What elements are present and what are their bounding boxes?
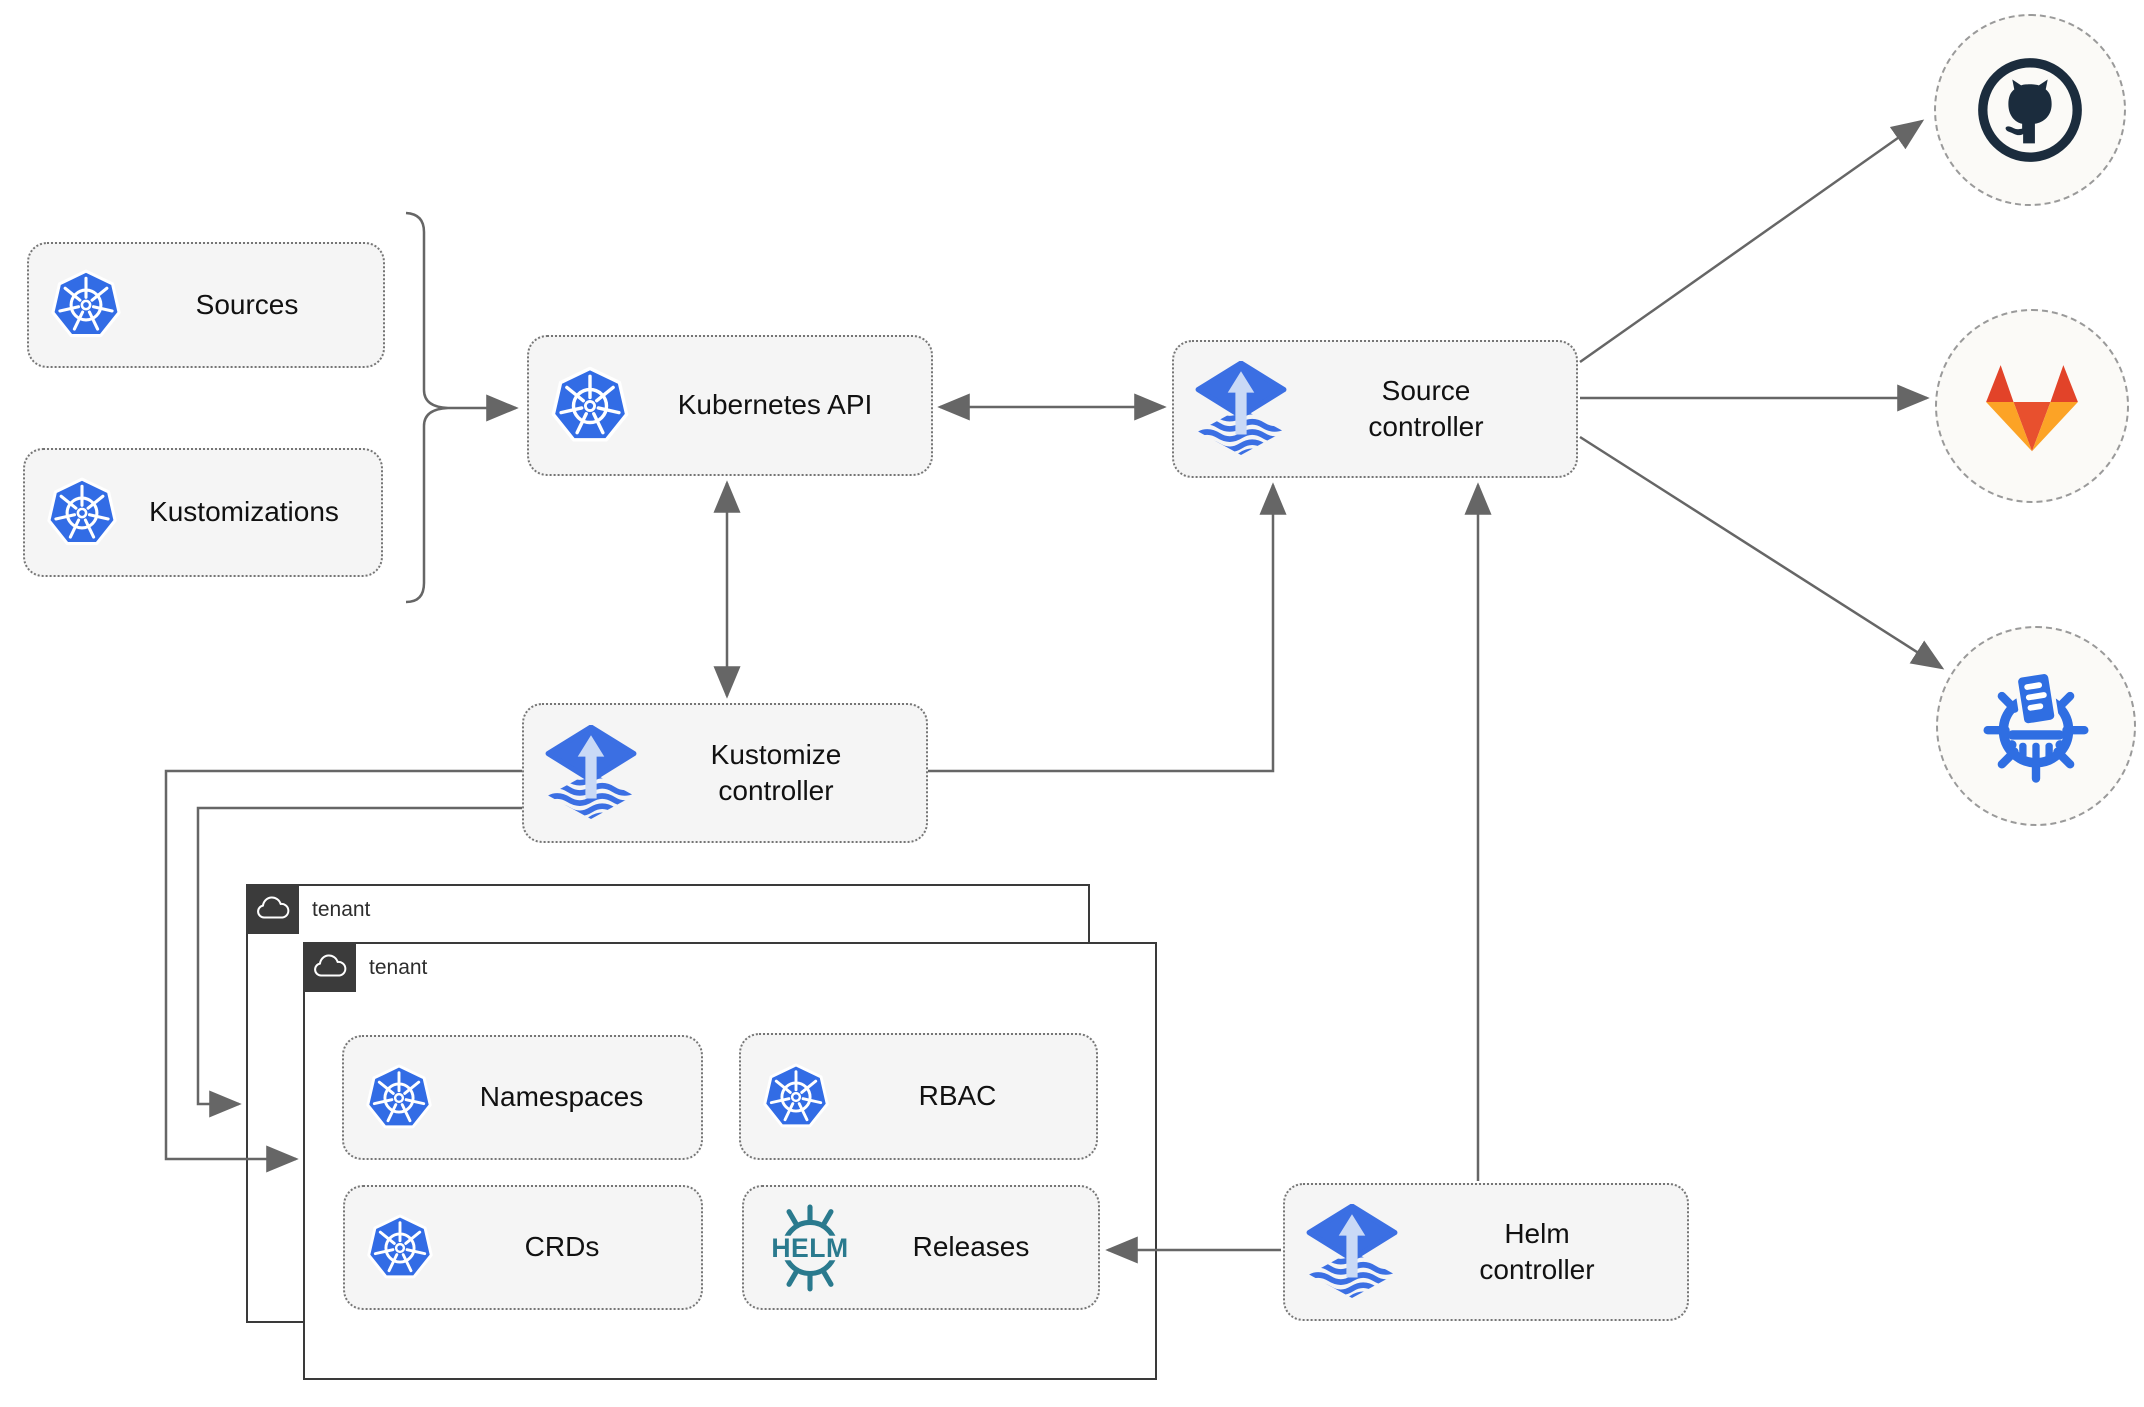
node-label: Kubernetes API [677,389,873,421]
node-source-controller: Source controller [1172,340,1578,478]
flux-icon [1194,361,1288,457]
node-crds: CRDs [343,1185,703,1310]
node-releases: HELM Releases [742,1185,1100,1310]
node-label: CRDs [524,1231,600,1263]
kubernetes-icon [49,269,123,341]
kubernetes-icon [45,477,119,549]
node-label-line1: Source [1381,374,1471,406]
kubernetes-icon [364,1063,434,1132]
node-sources: Sources [27,242,385,368]
endpoint-chartmuseum [1936,626,2136,826]
tenant-label: tenant [312,898,371,921]
node-label-line2: controller [718,775,834,806]
node-label: Source controller [1296,373,1556,446]
flux-icon [1305,1204,1399,1300]
chartmuseum-wheel-icon [1973,663,2099,789]
cloud-icon [312,954,348,981]
gitlab-tanuki-icon [1976,355,2088,458]
tenant-label: tenant [369,956,428,979]
edge-source-controller-to-github [1579,119,1925,364]
node-label: RBAC [918,1080,997,1112]
node-label: Releases [912,1231,1030,1263]
edge-source-controller-to-chartmuseum [1579,435,1945,670]
node-namespaces: Namespaces [342,1035,703,1160]
node-kubernetes-api: Kubernetes API [527,335,933,476]
node-label-line2: controller [1479,1254,1595,1285]
node-rbac: RBAC [739,1033,1098,1160]
node-label-line1: Helm [1504,1217,1570,1249]
kubernetes-icon [365,1213,435,1282]
node-label: Sources [195,288,299,320]
flux-icon [544,725,638,821]
node-label: Kustomizations [149,496,339,528]
node-label: Namespaces [479,1081,644,1113]
node-kustomize-controller: Kustomize controller [522,703,928,843]
github-octocat-icon [1971,51,2089,169]
tenant-header [303,942,356,992]
node-label: Kustomize controller [646,737,906,810]
kubernetes-icon [549,366,631,446]
tenant-container-front: tenant [303,942,1157,1380]
node-kustomizations: Kustomizations [23,448,383,577]
edge-bracket-sources-kustomizations [405,211,449,604]
node-label: Helm controller [1407,1216,1667,1289]
kubernetes-icon [761,1062,831,1131]
endpoint-github [1934,14,2126,206]
cloud-icon [255,896,291,923]
endpoint-gitlab [1935,309,2129,503]
tenant-header [246,884,299,934]
node-label-line1: Kustomize [710,738,842,770]
helm-icon: HELM [764,1202,856,1294]
node-label-line2: controller [1368,411,1484,442]
edge-kustomize-controller-to-source-controller [928,482,1287,773]
helm-logo-text: HELM [771,1233,848,1263]
node-helm-controller: Helm controller [1283,1183,1689,1321]
